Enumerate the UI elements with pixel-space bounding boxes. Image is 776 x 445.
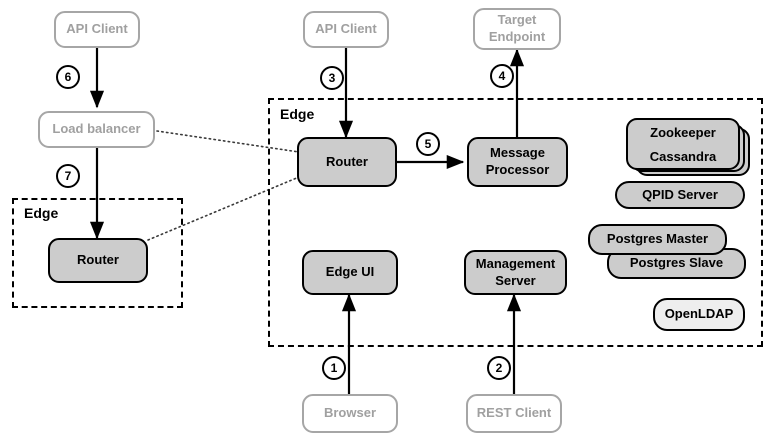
group-edge-right [268, 98, 763, 347]
group-edge-right-label: Edge [280, 106, 315, 122]
node-router-left[interactable]: Router [48, 238, 148, 283]
node-browser[interactable]: Browser [302, 394, 398, 433]
step-badge-1[interactable]: 1 [322, 356, 346, 380]
step-badge-5[interactable]: 5 [416, 132, 440, 156]
node-cassandra[interactable]: Cassandra [626, 146, 740, 170]
step-badge-7[interactable]: 7 [56, 164, 80, 188]
group-edge-left [12, 198, 183, 308]
node-zookeeper[interactable]: Zookeeper [626, 118, 740, 146]
node-postgres-master[interactable]: Postgres Master [588, 224, 727, 255]
node-management-server[interactable]: Management Server [464, 250, 567, 295]
node-qpid-server[interactable]: QPID Server [615, 181, 745, 209]
node-load-balancer[interactable]: Load balancer [38, 111, 155, 148]
node-message-processor[interactable]: Message Processor [467, 137, 568, 187]
node-edge-ui[interactable]: Edge UI [302, 250, 398, 295]
group-edge-left-label: Edge [24, 205, 59, 221]
node-router[interactable]: Router [297, 137, 397, 187]
node-openldap[interactable]: OpenLDAP [653, 298, 745, 331]
node-rest-client[interactable]: REST Client [466, 394, 562, 433]
node-target-endpoint[interactable]: Target Endpoint [473, 8, 561, 50]
step-badge-3[interactable]: 3 [320, 66, 344, 90]
step-badge-2[interactable]: 2 [487, 356, 511, 380]
node-api-client-left[interactable]: API Client [54, 11, 140, 48]
step-badge-6[interactable]: 6 [56, 65, 80, 89]
node-api-client-top[interactable]: API Client [303, 11, 389, 48]
step-badge-4[interactable]: 4 [490, 64, 514, 88]
